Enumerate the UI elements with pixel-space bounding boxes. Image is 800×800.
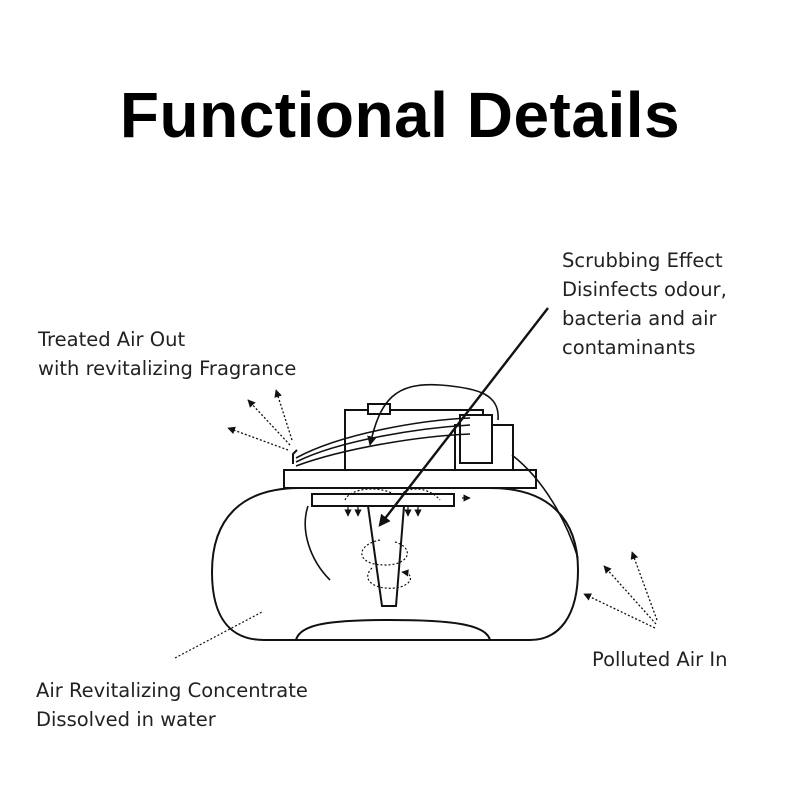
page-title: Functional Details bbox=[119, 79, 681, 151]
scrubbing-pointer-arrow bbox=[378, 307, 549, 527]
scrubbing-effect-label: Scrubbing Effect Disinfects odour, bacte… bbox=[562, 246, 727, 362]
scrubbing-heading: Scrubbing Effect bbox=[562, 249, 723, 272]
concentrate-pointer bbox=[174, 611, 263, 659]
downflow-arrows bbox=[344, 494, 471, 517]
wick-tube bbox=[366, 505, 406, 607]
scrubbing-line: contaminants bbox=[562, 336, 696, 359]
lower-plate bbox=[311, 493, 455, 507]
bottle-base-recess bbox=[295, 618, 491, 641]
airflow-lines bbox=[295, 383, 579, 581]
treated-air-detail: with revitalizing Fragrance bbox=[38, 357, 297, 380]
fan-cap bbox=[367, 403, 391, 415]
inlet-curve-arrow bbox=[367, 383, 499, 446]
concentrate-label: Air Revitalizing Concentrate Dissolved i… bbox=[36, 676, 308, 734]
inlet-tube bbox=[292, 449, 298, 464]
scrubbing-line: Disinfects odour, bbox=[562, 278, 727, 301]
polluted-air-label: Polluted Air In bbox=[592, 645, 728, 674]
scrubbing-line: bacteria and air bbox=[562, 307, 717, 330]
concentrate-line: Dissolved in water bbox=[36, 708, 216, 731]
treated-air-arrows bbox=[227, 389, 293, 451]
treated-air-label: Treated Air Out with revitalizing Fragra… bbox=[38, 325, 296, 383]
swirl-flow bbox=[344, 488, 441, 589]
treated-air-heading: Treated Air Out bbox=[38, 328, 186, 351]
drip-curve bbox=[304, 505, 331, 581]
polluted-air-arrows bbox=[583, 551, 658, 629]
polluted-air-heading: Polluted Air In bbox=[592, 648, 728, 671]
small-box bbox=[459, 414, 493, 464]
concentrate-line: Air Revitalizing Concentrate bbox=[36, 679, 308, 702]
